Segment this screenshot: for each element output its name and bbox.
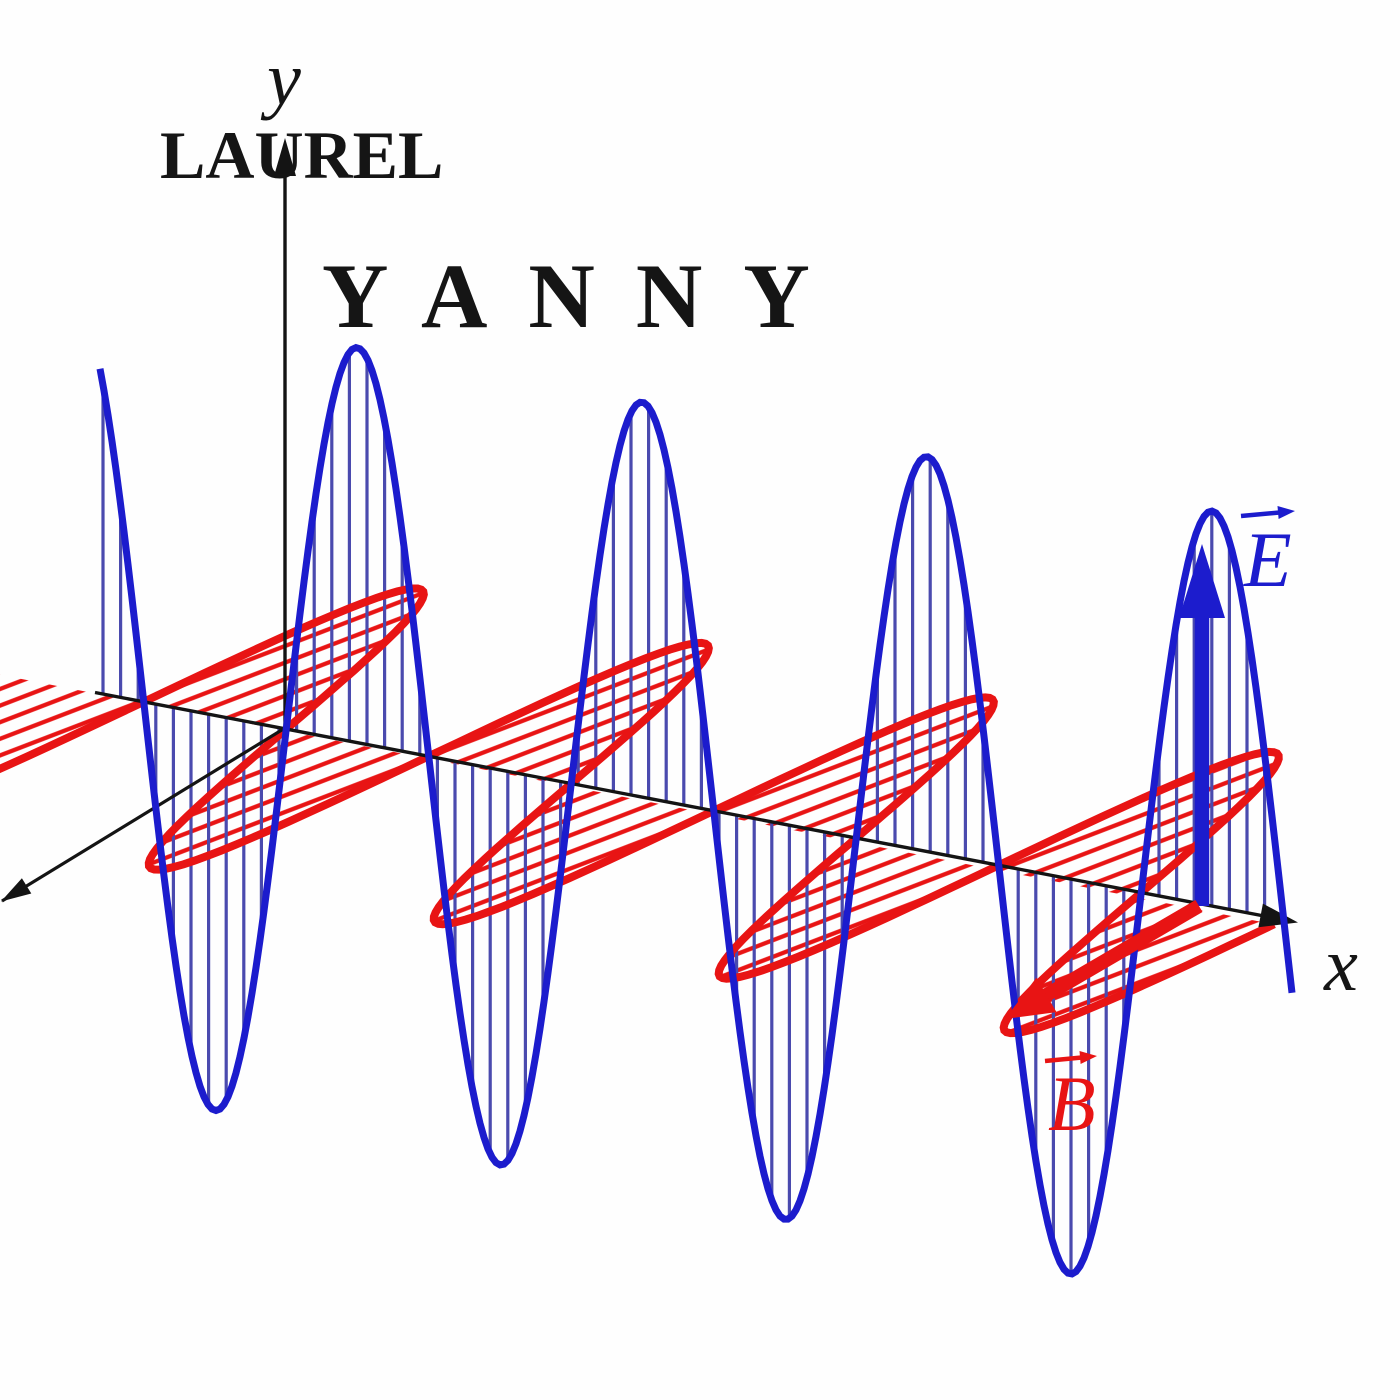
x-axis	[94, 690, 1286, 922]
yanny-word: YANNY	[322, 245, 851, 347]
z-axis	[1, 726, 286, 903]
b-field-label: B	[1048, 1060, 1096, 1147]
y-axis-label: y	[260, 37, 301, 121]
laurel-word: LAUREL	[160, 117, 444, 193]
b-label-vector-overline-icon	[1044, 1051, 1097, 1064]
e-label-vector-overline-icon	[1240, 506, 1295, 519]
e-field-wave	[96, 343, 1296, 1278]
axes	[1, 138, 1298, 928]
b-field-vector	[1005, 899, 1203, 1019]
x-axis-arrowhead-icon	[1258, 903, 1298, 928]
e-vector-arrowhead-icon	[1179, 544, 1225, 618]
b-vector-arrowhead-icon	[1005, 977, 1057, 1019]
b-vector-shaft	[1039, 899, 1203, 1004]
z-axis-arrowhead-icon	[1, 878, 32, 902]
e-field-label: E	[1243, 516, 1292, 603]
x-axis-label: x	[1323, 923, 1358, 1007]
y-axis-arrowhead-icon	[274, 138, 296, 176]
e-field-vector	[1179, 544, 1225, 906]
